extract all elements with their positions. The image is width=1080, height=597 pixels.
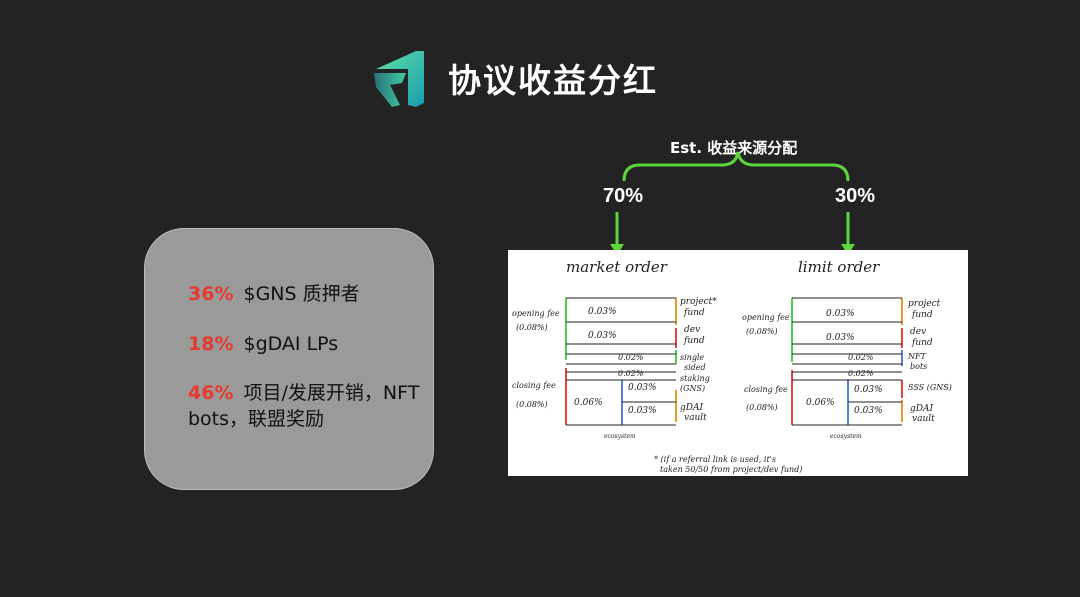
flow-value: 0.03% — [628, 383, 657, 393]
distribution-item-gdai: 18% $gDAI LPs — [188, 331, 338, 357]
limit-title: limit order — [798, 258, 880, 276]
fee-flow-diagram: market order opening fee (0.08%) closing… — [508, 250, 968, 476]
limit-opening-fee: opening fee — [742, 313, 790, 322]
flow-value: 0.03% — [826, 333, 855, 343]
distribution-label: $gDAI LPs — [243, 333, 339, 355]
distribution-label: $GNS 质押者 — [243, 283, 360, 305]
limit-closing-val: (0.08%) — [746, 403, 778, 412]
market-ecosystem: ecosystem — [604, 433, 636, 440]
market-closing-val: (0.08%) — [516, 400, 548, 409]
flow-value: 0.02% — [618, 369, 644, 378]
dest-label: project — [908, 299, 941, 309]
dest-label: sided — [684, 363, 706, 372]
market-opening-fee: opening fee — [512, 309, 560, 318]
flow-value: 0.03% — [854, 385, 883, 395]
flow-value: 0.03% — [588, 307, 617, 317]
dest-label: fund — [683, 308, 705, 318]
footnote-line-1: * (if a referral link is used, it's — [654, 455, 776, 464]
limit-share-pct: 30% — [835, 185, 876, 207]
flow-value: 0.03% — [854, 406, 883, 416]
limit-ecosystem: ecosystem — [830, 433, 862, 440]
arrow-head-icon — [841, 244, 855, 255]
dest-label: gDAI — [680, 403, 703, 413]
dest-label: dev — [910, 327, 926, 337]
dest-label: single — [680, 353, 704, 362]
dest-label: project* — [680, 297, 717, 307]
distribution-label: 项目/发展开销，NFT bots，联盟奖励 — [188, 382, 420, 430]
market-closing-fee: closing fee — [512, 381, 556, 390]
dest-label: gDAI — [910, 404, 933, 414]
flow-value: 0.03% — [588, 331, 617, 341]
limit-closing-fee: closing fee — [744, 385, 788, 394]
flow-value: 0.02% — [848, 369, 874, 378]
dest-label: staking — [680, 374, 710, 383]
distribution-pct: 18% — [188, 333, 234, 355]
page-title: 协议收益分红 — [448, 61, 658, 100]
flow-value: 0.02% — [618, 353, 644, 362]
flow-value: 0.03% — [826, 309, 855, 319]
dest-label: dev — [684, 325, 700, 335]
header: 协议收益分红 — [372, 46, 658, 110]
flow-value: 0.06% — [806, 398, 835, 408]
dest-label: (GNS) — [680, 384, 705, 393]
distribution-item-gns: 36% $GNS 质押者 — [188, 281, 360, 307]
arrow-head-icon — [610, 244, 624, 255]
footnote-line-2: taken 50/50 from project/dev fund) — [660, 465, 802, 474]
gains-logo-icon — [374, 51, 424, 107]
brace-icon — [622, 151, 850, 182]
distribution-pct: 36% — [188, 283, 234, 305]
dest-label: vault — [684, 413, 707, 423]
market-share-pct: 70% — [603, 185, 644, 207]
distribution-item-project: 46%项目/发展开销，NFT bots，联盟奖励 — [188, 380, 428, 432]
dest-label: fund — [911, 338, 933, 348]
dest-label: bots — [910, 362, 927, 371]
dest-label: fund — [911, 310, 933, 320]
distribution-pct: 46% — [188, 382, 234, 404]
distribution-card — [144, 228, 434, 490]
flow-value: 0.02% — [848, 353, 874, 362]
limit-opening-val: (0.08%) — [746, 327, 778, 336]
split-label: Est. 收益来源分配 — [670, 139, 798, 157]
dest-label: vault — [912, 414, 935, 424]
dest-label: SSS (GNS) — [908, 383, 952, 392]
market-opening-val: (0.08%) — [516, 323, 548, 332]
flow-value: 0.03% — [628, 406, 657, 416]
flow-value: 0.06% — [574, 398, 603, 408]
market-title: market order — [566, 258, 668, 276]
dest-label: NFT — [907, 352, 927, 361]
dest-label: fund — [683, 336, 705, 346]
